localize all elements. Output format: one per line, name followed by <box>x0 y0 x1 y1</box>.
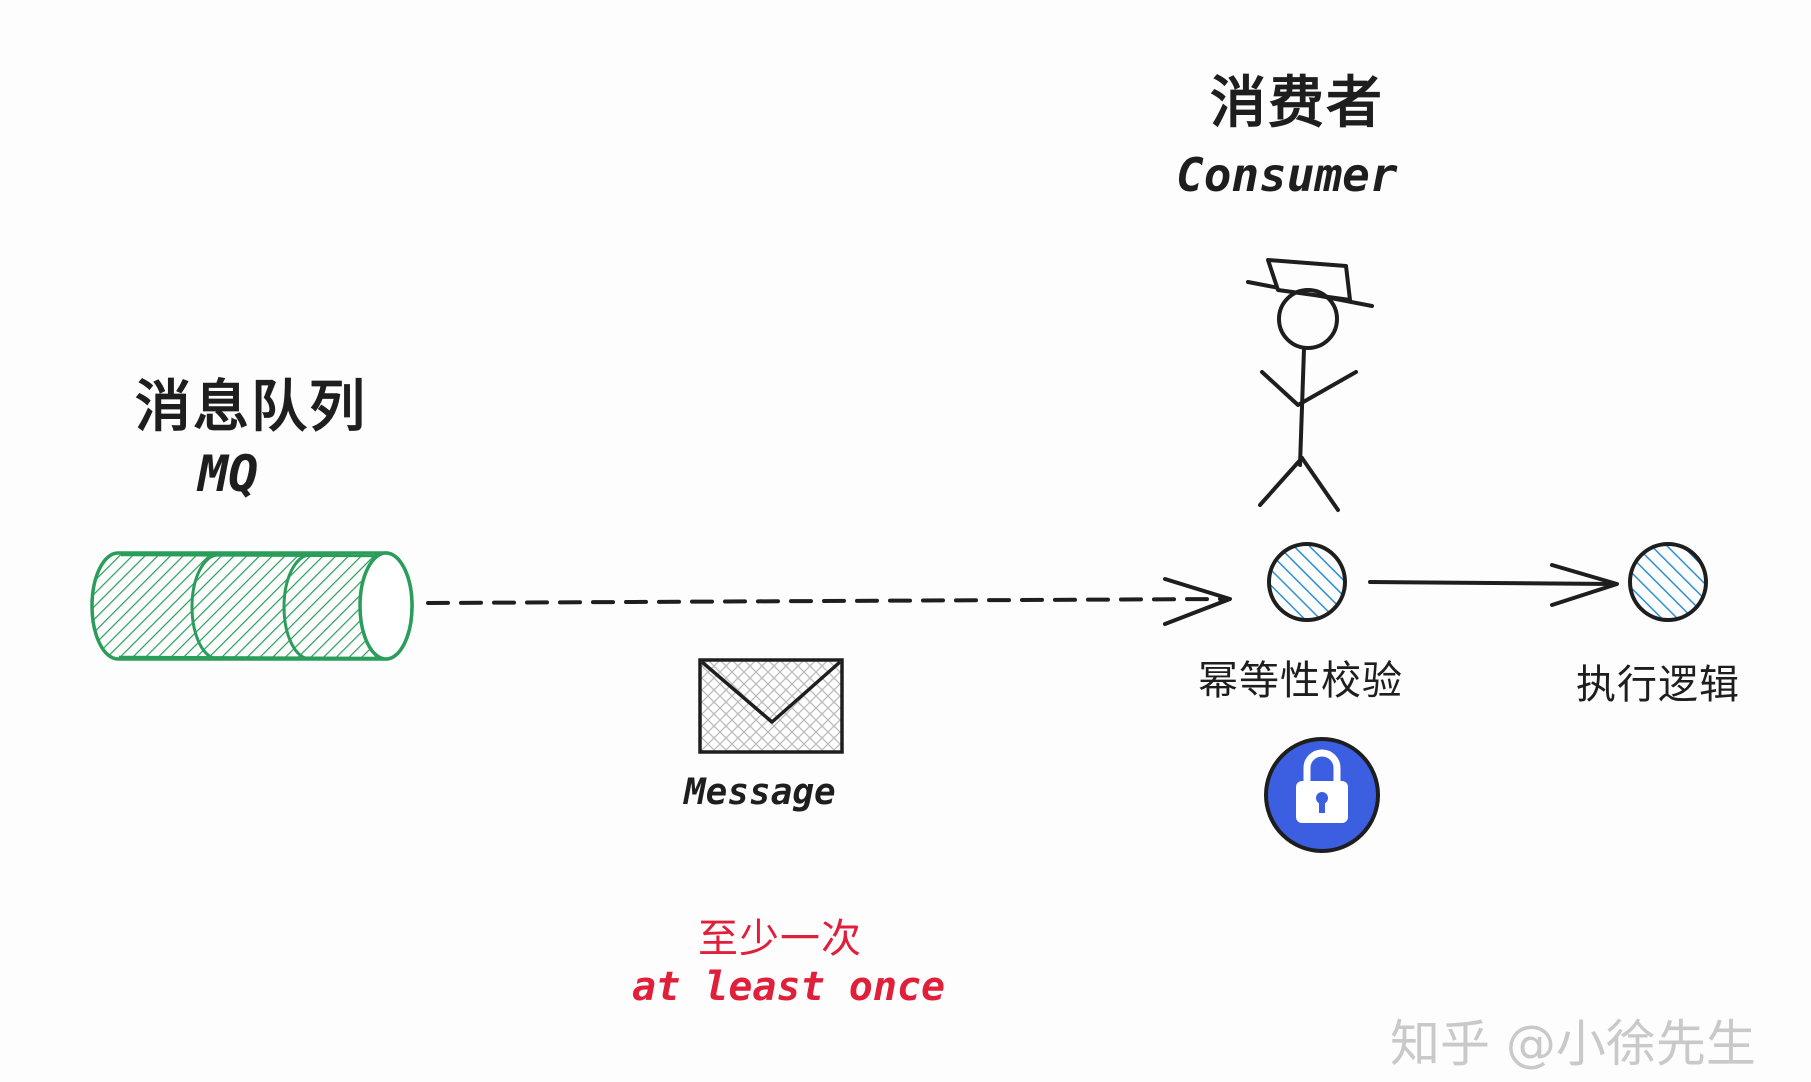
stick-figure-icon <box>1246 258 1374 512</box>
guarantee-label-en: at least once <box>632 964 946 1010</box>
execute-logic-label: 执行逻辑 <box>1576 662 1740 708</box>
idempotency-check-node <box>1267 542 1347 622</box>
solid-flow-arrow <box>1368 563 1619 607</box>
lock-icon <box>1264 737 1380 853</box>
idempotency-check-label: 幂等性校验 <box>1198 658 1403 704</box>
guarantee-label-cn: 至少一次 <box>698 916 862 962</box>
watermark: 知乎 @小徐先生 <box>1390 1015 1756 1073</box>
consumer-title-cn: 消费者 <box>1210 71 1384 136</box>
consumer-title-en: Consumer <box>1176 148 1398 202</box>
queue-cylinder-icon <box>90 551 414 661</box>
execute-logic-node <box>1628 542 1708 622</box>
envelope-icon <box>698 658 844 754</box>
mq-title-cn: 消息队列 <box>135 375 367 440</box>
dashed-flow-arrow <box>426 577 1232 626</box>
message-label: Message <box>684 772 836 813</box>
mq-title-en: MQ <box>198 445 259 503</box>
